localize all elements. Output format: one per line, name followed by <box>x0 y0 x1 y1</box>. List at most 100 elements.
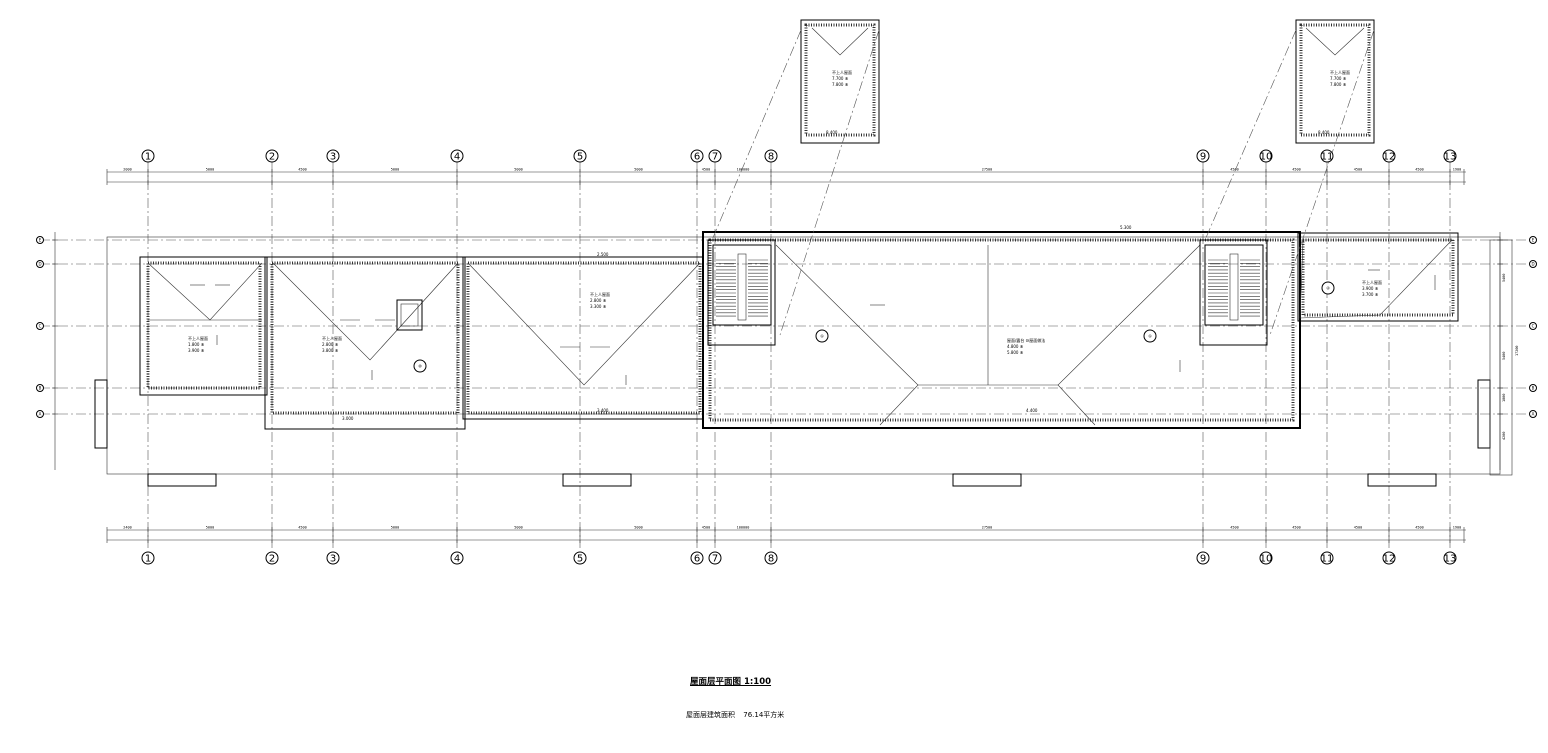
inset-2-line1: 不上人屋面 <box>1330 69 1350 75</box>
roof-b-line3: 3.800 ⑧ <box>322 348 339 353</box>
column-axis-label: 8 <box>768 554 774 565</box>
column-axis-label: 4 <box>454 554 460 565</box>
roof-main-line1: 屋面/露台 ⑩屋面做法 <box>1007 337 1045 343</box>
column-axis-bubble <box>1196 551 1210 565</box>
column-axis-label: 7 <box>712 554 718 565</box>
column-axis-bubble <box>764 551 778 565</box>
column-axis-label: 1 <box>145 554 151 565</box>
dimension-label: 4500 <box>1415 168 1423 172</box>
area-value: 76.14平方米 <box>743 711 785 719</box>
column-axis-bubble <box>450 149 464 163</box>
row-axis-bubble <box>1529 384 1537 392</box>
dimension-label: 5000 <box>206 168 214 172</box>
roof-c-line1: 不上人屋面 <box>590 291 610 297</box>
row-axis-bubble <box>36 410 44 418</box>
right-dimension-label: 4200 <box>1502 432 1506 440</box>
column-axis-bubble <box>1382 149 1396 163</box>
left-roof-blocks <box>139 256 704 430</box>
roof-a-line3: 3.900 ⑧ <box>188 348 205 353</box>
dimension-label: 4500 <box>1292 168 1300 172</box>
dimension-label: 4500 <box>1354 526 1362 530</box>
detail-ref-1: ① <box>820 334 824 339</box>
detail-ref-4: ⑩ <box>418 364 422 369</box>
drawing-title: 屋面层平面图 1:100 <box>690 677 772 687</box>
column-axis-label: 11 <box>1321 554 1334 565</box>
column-axis-bubble <box>1259 149 1273 163</box>
inset-2-line3: 7.800 ⑧ <box>1330 82 1347 87</box>
column-axis-label: 7 <box>712 152 718 163</box>
row-axis-label: D <box>38 261 41 266</box>
column-axis-label: 10 <box>1260 554 1273 565</box>
level-2: 3.400 <box>597 408 609 413</box>
right-dimension-label: 1800 <box>1502 394 1506 402</box>
roof-main-line3: 5.800 ⑧ <box>1007 350 1024 355</box>
right-annex-roof <box>1297 232 1459 322</box>
row-axis-label: A <box>1532 411 1535 416</box>
column-axis-label: 12 <box>1383 152 1396 163</box>
inset-2-line2: 7.700 ⑧ <box>1330 76 1347 81</box>
dimension-label: 27500 <box>982 168 993 172</box>
level-7: 3.000 <box>342 416 354 421</box>
detail-insets <box>711 19 1375 336</box>
roof-a-line2: 1.800 ⑧ <box>188 342 205 347</box>
building-outline <box>94 236 1513 476</box>
column-axis-bubble <box>764 149 778 163</box>
dimension-label: 4500 <box>298 168 306 172</box>
right-dimension-label: 5400 <box>1502 352 1506 360</box>
dimension-label: 5000 <box>514 168 522 172</box>
row-axis-bubble <box>36 236 44 244</box>
dimension-label: 1900 <box>1453 168 1461 172</box>
level-1: 2.500 <box>597 252 609 257</box>
detail-ref-2: ① <box>1148 334 1152 339</box>
roof-c-line3: 3.300 ⑧ <box>590 304 607 309</box>
dimension-label: 4500 <box>702 168 710 172</box>
column-axis-label: 2 <box>269 152 275 163</box>
column-axis-label: 10 <box>1260 152 1273 163</box>
row-axis-label: C <box>1532 323 1535 328</box>
row-axis-label: D <box>1531 261 1534 266</box>
inset-1-line3: 7.800 ⑧ <box>832 82 849 87</box>
column-axis-label: 8 <box>768 152 774 163</box>
level-3: 5.300 <box>1120 225 1132 230</box>
dimension-label: 1900 <box>1453 526 1461 530</box>
roof-right-line1: 不上人屋面 <box>1362 279 1382 285</box>
roof-b-line1: 不上人屋面 <box>322 335 342 341</box>
dimension-label: 2400 <box>123 526 131 530</box>
dimension-label: 100000 <box>737 526 750 530</box>
column-axis-bubble <box>326 149 340 163</box>
dimension-label: 5000 <box>206 526 214 530</box>
roof-c-line2: 2.800 ⑧ <box>590 298 607 303</box>
detail-bubbles: ① ① ② ⑩ <box>413 281 1335 373</box>
column-axis-bubble <box>450 551 464 565</box>
detail-ref-3: ② <box>1326 286 1330 291</box>
grid-axes <box>40 162 1530 548</box>
inset-1-line2: 7.700 ⑧ <box>832 76 849 81</box>
row-axis-bubble <box>36 260 44 268</box>
row-axis-bubble <box>36 384 44 392</box>
column-axis-bubble <box>573 551 587 565</box>
area-note: 屋面层建筑面积 76.14平方米 <box>686 710 784 720</box>
column-axis-label: 4 <box>454 152 460 163</box>
column-axis-label: 3 <box>330 554 336 565</box>
dimension-label: 2000 <box>123 168 131 172</box>
row-axis-label: B <box>1532 385 1535 390</box>
column-axis-label: 13 <box>1444 554 1457 565</box>
column-axis-bubble <box>1259 551 1273 565</box>
row-axis-label: B <box>39 385 42 390</box>
dimension-label: 4500 <box>1415 526 1423 530</box>
column-axis-label: 6 <box>694 152 700 163</box>
row-axis-bubble <box>1529 410 1537 418</box>
area-label: 屋面层建筑面积 <box>686 711 735 719</box>
dimension-label: 4500 <box>1292 526 1300 530</box>
dimension-label: 5000 <box>391 526 399 530</box>
entrance-steps <box>147 473 1437 487</box>
column-axis-bubble <box>265 149 279 163</box>
row-axis-bubble <box>1529 322 1537 330</box>
row-axis-label: A <box>39 411 42 416</box>
column-axis-bubble <box>1320 551 1334 565</box>
right-dimension-label: 5400 <box>1502 274 1506 282</box>
dimension-label: 100000 <box>737 168 750 172</box>
dimension-label: 27500 <box>982 526 993 530</box>
